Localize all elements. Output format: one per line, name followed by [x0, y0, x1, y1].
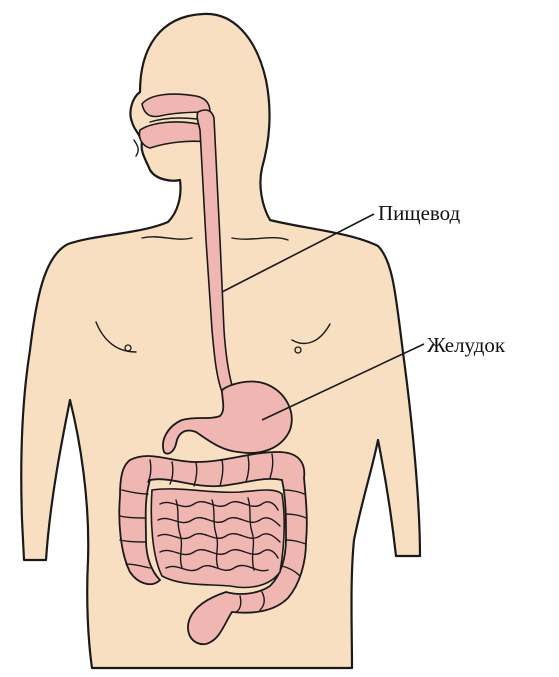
lips [134, 140, 138, 156]
esophagus-label: Пищевод [378, 201, 461, 225]
stomach-label: Желудок [427, 333, 506, 357]
